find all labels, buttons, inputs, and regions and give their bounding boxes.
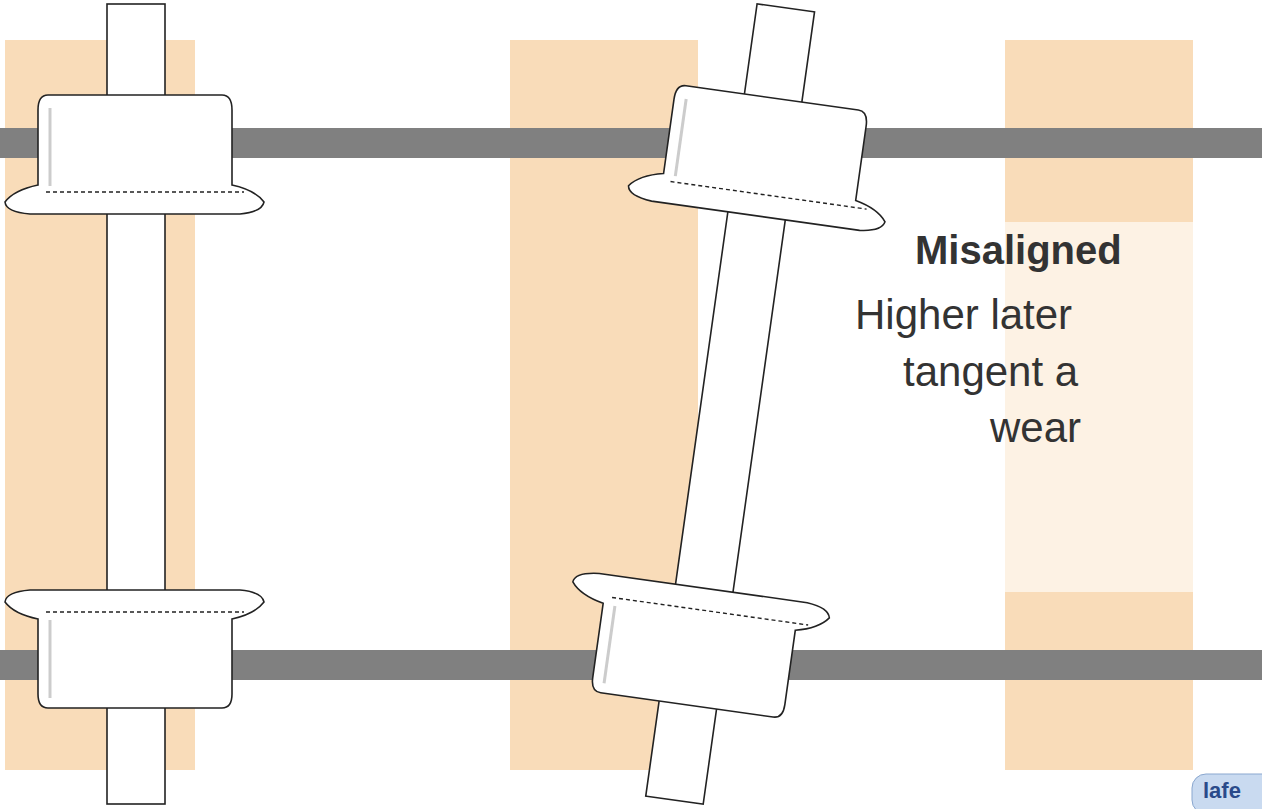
misaligned-wheelset	[545, 0, 913, 809]
description-line: wear	[990, 407, 1081, 449]
logo-badge	[1192, 774, 1262, 809]
heading: Misaligned	[915, 230, 1122, 270]
description-line: Higher later	[855, 294, 1072, 336]
aligned-wheelset	[5, 4, 264, 804]
description-line: tangent a	[903, 351, 1078, 393]
logo-text: lafe	[1203, 780, 1241, 802]
